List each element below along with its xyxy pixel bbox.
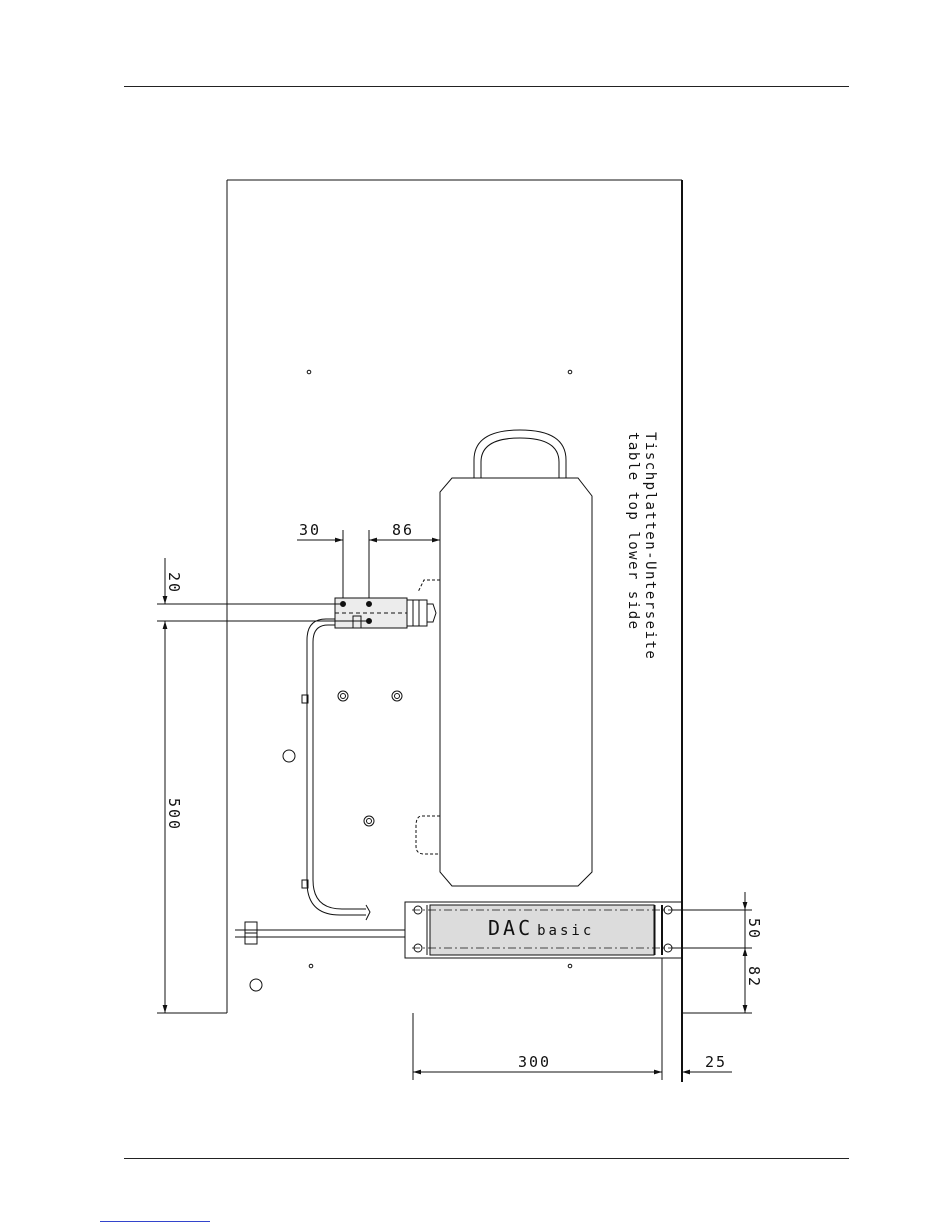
connector-block — [335, 598, 436, 628]
dimension-300-25 — [413, 958, 732, 1080]
table-top-label-en: table top lower side — [625, 432, 641, 631]
dim-label-30: 30 — [299, 521, 321, 539]
dim-label-20: 20 — [165, 572, 183, 594]
power-cable — [235, 922, 405, 944]
dac-brand-main: DAC — [488, 916, 533, 940]
dimension-30-86 — [297, 530, 440, 598]
dac-brand-sub: basic — [537, 923, 594, 939]
cable-route — [302, 619, 370, 920]
motor-housing — [416, 430, 592, 886]
dim-label-500: 500 — [165, 798, 183, 831]
dimension-50-82 — [672, 892, 752, 1013]
dim-label-300: 300 — [518, 1053, 551, 1071]
dim-label-86: 86 — [392, 521, 414, 539]
bolts — [250, 691, 402, 991]
dim-label-25: 25 — [705, 1053, 727, 1071]
table-top-label-de: Tischplatten-Unterseite — [642, 432, 658, 660]
dim-label-82: 82 — [745, 966, 763, 988]
dim-label-50: 50 — [745, 918, 763, 940]
